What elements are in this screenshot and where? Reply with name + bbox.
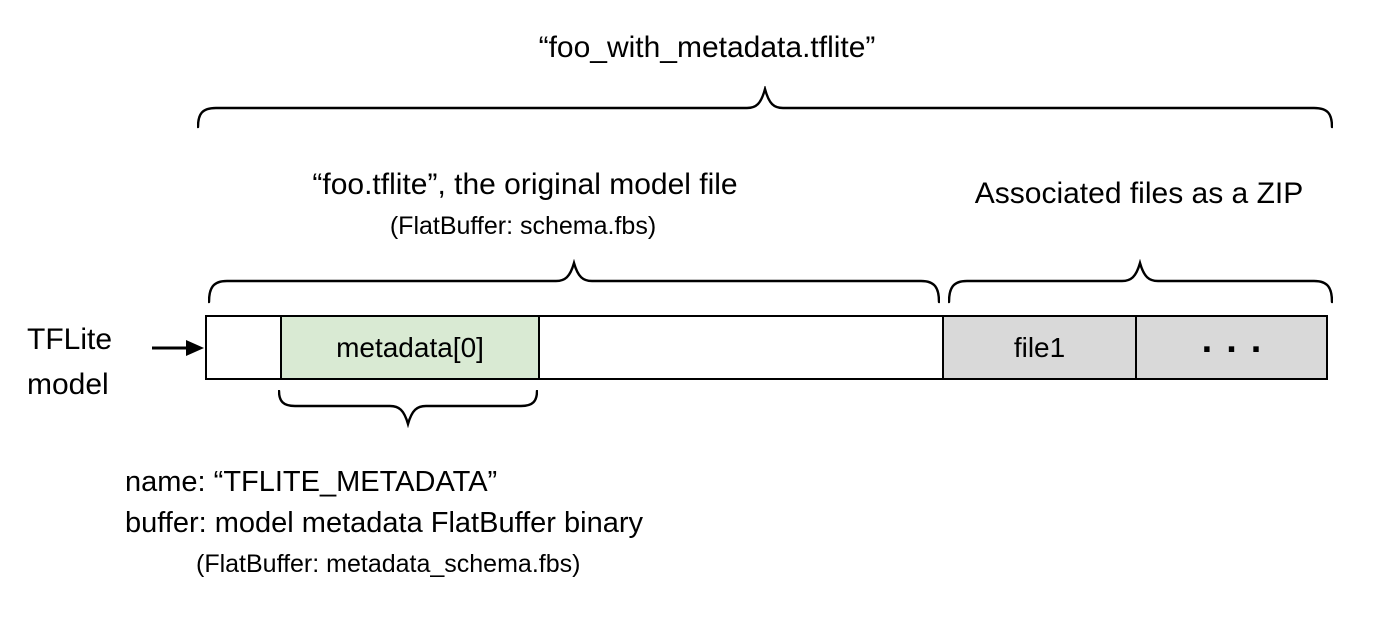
metadata-buffer-line: buffer: model metadata FlatBuffer binary xyxy=(125,507,643,539)
tflite-model-label-line2: model xyxy=(27,368,109,401)
bar-segment-more: ... xyxy=(1135,317,1326,378)
associated-files-label: Associated files as a ZIP xyxy=(974,177,1304,210)
metadata-brace xyxy=(278,390,538,428)
model-file-sublabel: (FlatBuffer: schema.fbs) xyxy=(389,212,657,240)
top-brace xyxy=(197,86,1333,129)
diagram-title: “foo_with_metadata.tflite” xyxy=(538,31,876,64)
model-file-label: “foo.tflite”, the original model file xyxy=(312,168,738,201)
model-file-brace xyxy=(208,259,940,304)
bar-segment-metadata: metadata[0] xyxy=(280,317,538,378)
model-bar: metadata[0] file1 ... xyxy=(205,315,1328,380)
metadata-name-line: name: “TFLITE_METADATA” xyxy=(125,466,498,498)
bar-segment-label: file1 xyxy=(1013,331,1066,363)
associated-files-brace xyxy=(948,259,1333,304)
bar-segment-empty-mid xyxy=(538,317,942,378)
arrow-icon xyxy=(152,340,204,356)
tflite-model-label-line1: TFLite xyxy=(27,323,113,356)
bar-segment-label: metadata[0] xyxy=(336,331,484,363)
bar-segment-empty-left xyxy=(207,317,280,378)
metadata-details: name: “TFLITE_METADATA” buffer: model me… xyxy=(125,462,643,585)
tflite-model-label: TFLite model xyxy=(27,317,112,407)
bar-segment-file1: file1 xyxy=(942,317,1135,378)
ellipsis-label: ... xyxy=(1201,319,1276,361)
metadata-schema-line: (FlatBuffer: metadata_schema.fbs) xyxy=(196,550,581,578)
